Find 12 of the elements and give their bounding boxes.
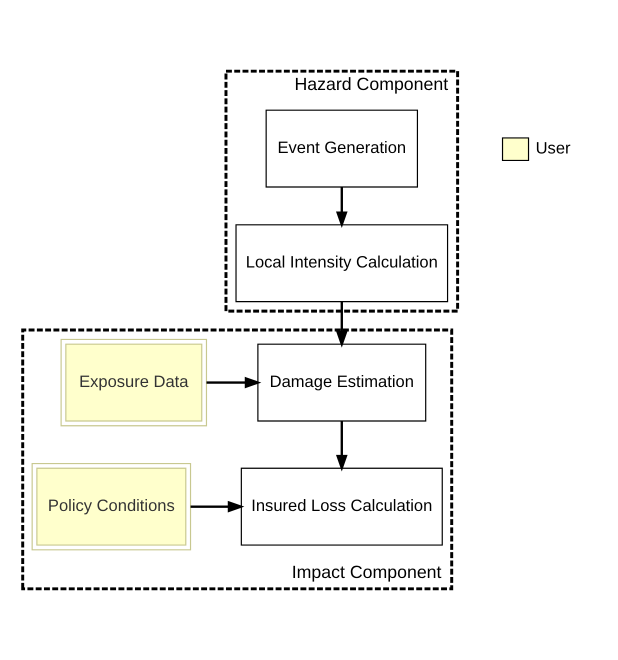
arrow [190,500,244,512]
arrow [336,187,348,228]
node-box: Insured Loss Calculation [240,468,443,546]
node-box: Exposure Data [60,338,208,426]
node-box: Damage Estimation [257,344,426,422]
arrow [206,376,262,388]
node-box: Policy Conditions [32,462,192,550]
legend-label: User [536,138,571,158]
node-box: Local Intensity Calculation [235,224,448,302]
arrow [336,302,348,348]
node-box: Event Generation [266,110,418,188]
arrow [336,421,348,472]
